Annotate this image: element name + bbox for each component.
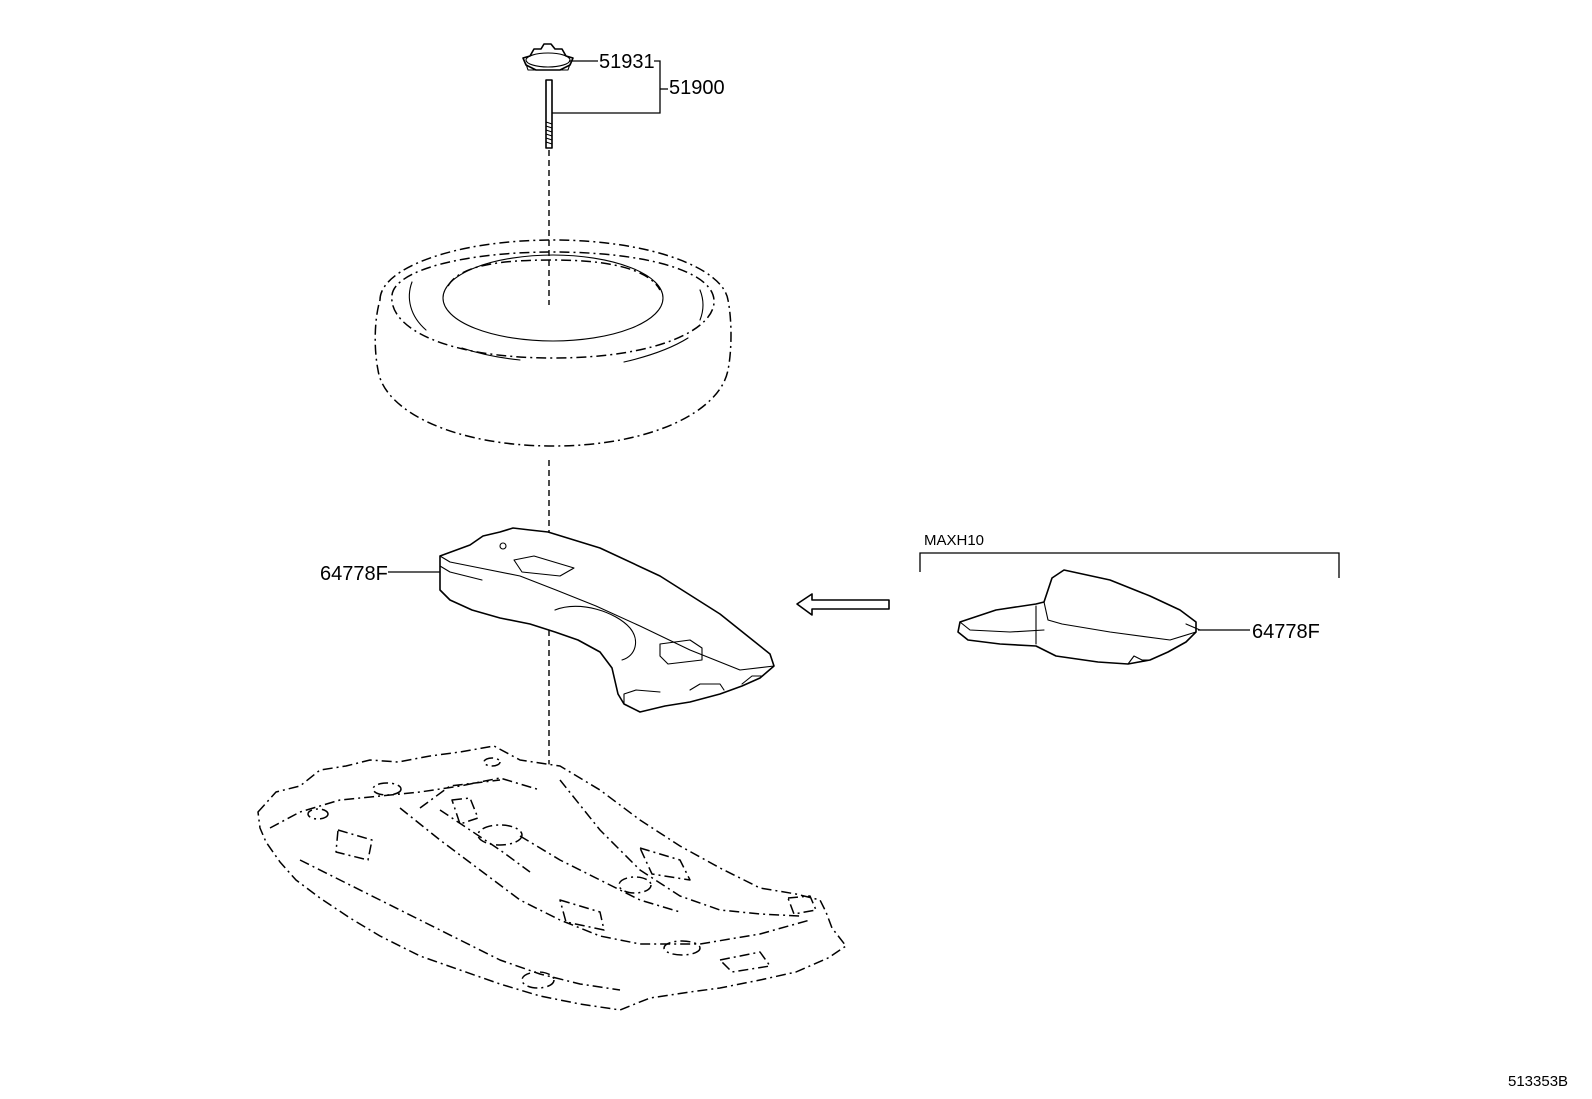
left-arrow-icon bbox=[796, 593, 890, 616]
variant-label: MAXH10 bbox=[924, 532, 984, 549]
wing-nut-icon[interactable] bbox=[522, 43, 574, 71]
luggage-box-icon[interactable] bbox=[439, 527, 775, 713]
illustration-code: 513353B bbox=[1508, 1073, 1568, 1090]
luggage-box-variant-icon[interactable] bbox=[957, 569, 1201, 665]
stud-bolt-icon[interactable] bbox=[545, 79, 553, 149]
spare-tire-icon[interactable] bbox=[374, 239, 732, 447]
part-number-64778f-right[interactable]: 64778F bbox=[1252, 621, 1320, 643]
part-number-51900[interactable]: 51900 bbox=[669, 77, 725, 99]
part-number-51931[interactable]: 51931 bbox=[599, 51, 655, 73]
part-number-64778f-left[interactable]: 64778F bbox=[320, 563, 388, 585]
floor-panel-icon bbox=[257, 745, 847, 1011]
variant-bracket bbox=[919, 552, 1340, 578]
leader-51900 bbox=[552, 60, 668, 114]
